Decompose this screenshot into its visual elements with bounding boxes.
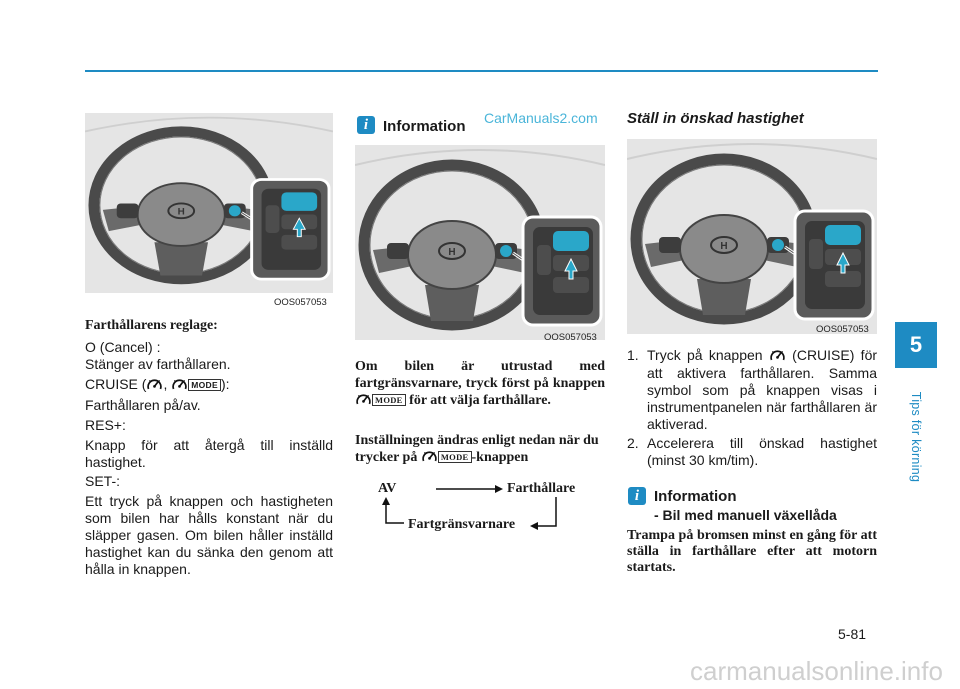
cruise-icon <box>171 377 188 394</box>
diagram-fartgransvarnare: Fartgränsvarnare <box>408 517 516 532</box>
set-block: SET-: Ett tryck på knappen och hastighet… <box>85 473 333 578</box>
watermark-bottom: carmanualsonline.info <box>690 656 943 686</box>
info-title: Information <box>654 488 737 505</box>
arrow-icon <box>538 497 557 527</box>
cruise-label: CRUISE ( <box>85 376 147 392</box>
list-item: 1. Tryck på knappen (CRUISE) för att akt… <box>627 347 878 432</box>
mode-cycle-note: Inställningen ändras enligt nedan när du… <box>355 433 599 466</box>
steering-wheel-figure <box>627 139 877 334</box>
info-icon: i <box>628 487 646 505</box>
figure-code: OOS057053 <box>816 324 869 335</box>
cancel-block: O (Cancel) : Stänger av farthållaren. <box>85 339 333 373</box>
res-title: RES+: <box>85 417 126 433</box>
info-title: Information <box>383 118 466 135</box>
steering-wheel-illustration <box>627 139 877 334</box>
list-item: 2. Accelerera till önskad hastighet (min… <box>627 434 877 468</box>
steering-wheel-figure <box>85 113 333 293</box>
cancel-title: O (Cancel) : <box>85 339 161 355</box>
info-subtitle: - Bil med manuell växellåda <box>654 507 837 523</box>
cruise-end: ): <box>220 376 230 392</box>
diagram-farthallare: Farthållare <box>507 481 576 496</box>
set-title: SET-: <box>85 473 121 489</box>
diagram-av: AV <box>378 481 397 496</box>
mode-label: MODE <box>437 451 472 464</box>
section-heading: Ställ in önskad hastighet <box>627 110 804 127</box>
chapter-label: Tips för körning <box>909 391 923 483</box>
mode-cycle-arrows <box>382 485 557 530</box>
cruise-icon <box>146 377 163 394</box>
cruise-sep: , <box>163 376 168 392</box>
steering-wheel-illustration <box>85 113 333 293</box>
cruise-icon <box>769 348 786 365</box>
steering-wheel-illustration <box>355 145 605 340</box>
speed-limiter-note: Om bilen är utrustad med fartgränsvarnar… <box>355 359 605 409</box>
info-icon: i <box>357 116 375 134</box>
res-block: RES+: Knapp för att återgå till inställd… <box>85 417 333 471</box>
cruise-icon <box>421 449 438 466</box>
res-desc: Knapp för att återgå till inställd hasti… <box>85 437 333 470</box>
figure-code: OOS057053 <box>274 297 327 308</box>
cruise-desc: Farthållaren på/av. <box>85 397 201 413</box>
mode-label: MODE <box>188 378 221 391</box>
info-body: Trampa på bromsen minst en gång för att … <box>627 528 877 575</box>
figure-code: OOS057053 <box>544 332 597 343</box>
page-number: 5-81 <box>838 626 867 642</box>
chapter-number-tab: 5 <box>895 322 937 368</box>
watermark-top: CarManuals2.com <box>484 110 598 126</box>
steering-wheel-figure <box>355 145 605 340</box>
set-desc: Ett tryck på knappen och hastigheten som… <box>85 493 333 577</box>
cruise-icon <box>355 392 372 409</box>
top-rule <box>85 70 878 72</box>
section-heading: Farthållarens reglage: <box>85 318 218 333</box>
cancel-desc: Stänger av farthållaren. <box>85 356 231 372</box>
steps-list: 1. Tryck på knappen (CRUISE) för att akt… <box>627 347 877 469</box>
mode-label: MODE <box>372 394 406 407</box>
arrow-icon <box>385 505 404 524</box>
cruise-line: CRUISE (, MODE): <box>85 376 333 394</box>
